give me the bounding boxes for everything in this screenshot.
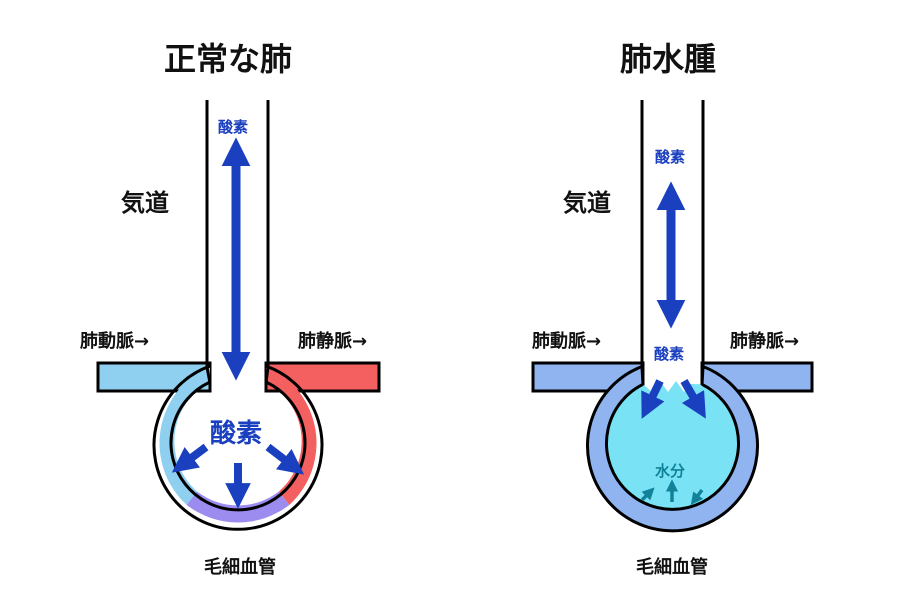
- edema-oxygen-lower-label: 酸素: [654, 345, 685, 363]
- water-label: 水分: [655, 462, 686, 480]
- oxygen-alveolus-label: 酸素: [210, 419, 263, 449]
- edema-oxygen-airway-label: 酸素: [655, 148, 686, 166]
- oxygen-diffusion-arrow-right: [265, 443, 305, 475]
- edema-oxygen-arrow-right: [680, 378, 706, 419]
- oxygen-diffusion-arrow-left: [171, 443, 209, 473]
- edema-artery-label: 肺動脈→: [532, 331, 602, 352]
- normal-lung-panel: [96, 100, 381, 531]
- water-arrow-left: [640, 487, 655, 502]
- pulmonary-vein-label: 肺静脈→: [298, 331, 368, 352]
- edema-capillary-label: 毛細血管: [636, 557, 708, 578]
- edema-lung-panel: [531, 100, 814, 533]
- airway-label: 気道: [121, 189, 169, 217]
- oxygen-airway-label: 酸素: [218, 118, 249, 136]
- water-arrow-right: [690, 488, 704, 505]
- edema-airway-label: 気道: [563, 189, 611, 217]
- normal-lung-title: 正常な肺: [164, 40, 293, 78]
- edema-title: 肺水腫: [620, 40, 717, 78]
- edema-vein-label: 肺静脈→: [730, 331, 800, 352]
- pulmonary-artery-label: 肺動脈→: [80, 331, 150, 352]
- capillary-label: 毛細血管: [204, 557, 276, 578]
- edema-oxygen-arrow-left: [641, 379, 665, 419]
